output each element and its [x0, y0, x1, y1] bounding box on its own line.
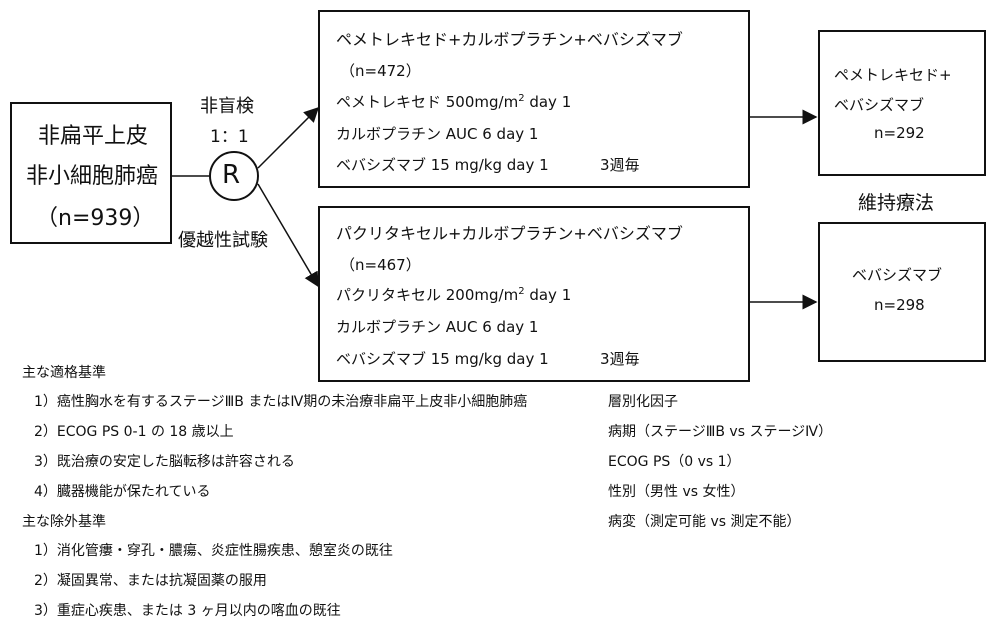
arm-b-n: （n=467） — [340, 256, 421, 274]
maintenance-a-line2: ベバシズマブ — [834, 96, 925, 114]
maintenance-b-box: ベバシズマブ n=298 — [818, 222, 986, 362]
exclusion-item: 2）凝固異常、または抗凝固薬の服用 — [34, 573, 267, 589]
arm-b-drug1-text: パクリタキセル 200mg/m — [336, 286, 519, 304]
blinding-label: 非盲検 — [200, 96, 254, 117]
stratification-heading: 層別化因子 — [608, 394, 678, 410]
arm-b-drug3: ベバシズマブ 15 mg/kg day 1 — [336, 350, 549, 368]
trial-type-label: 優越性試験 — [178, 230, 268, 251]
arm-a-drug1-superscript: 2 — [518, 93, 525, 104]
maintenance-b-line1: ベバシズマブ — [852, 266, 943, 284]
arm-b-box: パクリタキセル+カルボプラチン+ベバシズマブ （n=467） パクリタキセル 2… — [318, 206, 750, 382]
arm-b-drug1-superscript: 2 — [518, 286, 525, 297]
inclusion-item: 1）癌性胸水を有するステージⅢB またはⅣ期の未治療非扁平上皮非小細胞肺癌 — [34, 394, 528, 410]
inclusion-item: 3）既治療の安定した脳転移は許容される — [34, 454, 295, 470]
maintenance-a-n: n=292 — [874, 124, 925, 142]
arm-a-drug1-text: ペメトレキセド 500mg/m — [336, 93, 519, 111]
randomization-circle — [209, 151, 259, 201]
population-line1: 非扁平上皮 — [38, 124, 149, 149]
population-n: （n=939） — [36, 206, 155, 231]
maintenance-b-n: n=298 — [874, 296, 925, 314]
exclusion-item: 1）消化管瘻・穿孔・膿瘍、炎症性腸疾患、憩室炎の既往 — [34, 543, 393, 559]
arm-a-n: （n=472） — [340, 62, 421, 80]
exclusion-item: 3）重症心疾患、または 3 ヶ月以内の喀血の既往 — [34, 603, 341, 619]
arm-a-drug2: カルボプラチン AUC 6 day 1 — [336, 125, 539, 143]
exclusion-heading: 主な除外基準 — [22, 514, 106, 530]
stratification-item: ECOG PS（0 vs 1） — [608, 454, 741, 470]
maintenance-label: 維持療法 — [858, 192, 935, 214]
arm-b-drug2: カルボプラチン AUC 6 day 1 — [336, 318, 539, 336]
population-line2: 非小細胞肺癌 — [26, 164, 159, 189]
stratification-item: 病変（測定可能 vs 測定不能） — [608, 514, 801, 530]
stratification-item: 性別（男性 vs 女性） — [608, 484, 745, 500]
arm-a-cycle: 3週毎 — [600, 156, 640, 174]
arm-a-drug1: ペメトレキセド 500mg/m2 day 1 — [336, 91, 571, 112]
arm-b-title: パクリタキセル+カルボプラチン+ベバシズマブ — [336, 224, 683, 243]
population-box: 非扁平上皮 非小細胞肺癌 （n=939） — [10, 102, 172, 244]
arm-b-drug1-suffix: day 1 — [524, 286, 572, 304]
inclusion-heading: 主な適格基準 — [22, 365, 106, 381]
arm-a-box: ペメトレキセド+カルボプラチン+ベバシズマブ （n=472） ペメトレキセド 5… — [318, 10, 750, 188]
arm-a-title: ペメトレキセド+カルボプラチン+ベバシズマブ — [336, 30, 683, 49]
arrow-to-arm-a — [257, 106, 320, 169]
arm-a-drug1-suffix: day 1 — [524, 93, 572, 111]
arrow-to-arm-b — [257, 183, 319, 288]
stratification-item: 病期（ステージⅢB vs ステージⅣ） — [608, 424, 833, 440]
maintenance-a-box: ペメトレキセド+ ベバシズマブ n=292 — [818, 30, 986, 176]
inclusion-item: 4）臓器機能が保たれている — [34, 484, 211, 500]
ratio-label: 1：1 — [210, 127, 249, 147]
inclusion-item: 2）ECOG PS 0-1 の 18 歳以上 — [34, 424, 234, 440]
arm-a-drug3: ベバシズマブ 15 mg/kg day 1 — [336, 156, 549, 174]
arm-b-drug1: パクリタキセル 200mg/m2 day 1 — [336, 284, 571, 305]
arm-b-cycle: 3週毎 — [600, 350, 640, 368]
randomization-symbol: R — [222, 160, 241, 190]
maintenance-a-line1: ペメトレキセド+ — [834, 66, 952, 84]
